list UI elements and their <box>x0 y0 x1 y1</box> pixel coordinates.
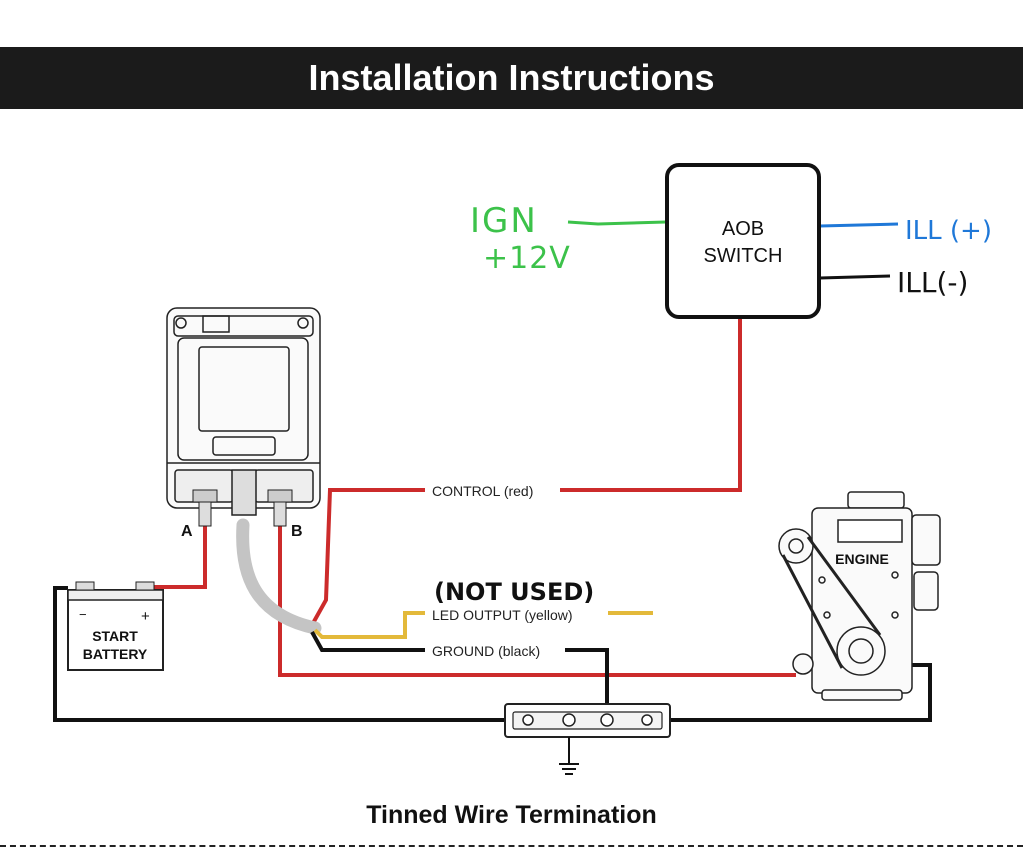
ill-neg-note: ILL(-) <box>897 266 968 299</box>
aob-switch-label-2: SWITCH <box>704 245 783 267</box>
relay-device <box>166 307 321 516</box>
battery-negative-wire <box>53 586 932 722</box>
page-title: Installation Instructions <box>308 57 715 98</box>
ign-note: IGN <box>470 201 538 241</box>
battery-minus-sign: − <box>79 607 87 622</box>
aob-switch-box <box>665 163 821 319</box>
harness-cable <box>236 518 322 635</box>
battery-label-2: BATTERY <box>83 646 148 662</box>
ground-wire-label: GROUND (black) <box>432 643 540 659</box>
bus-bar <box>504 703 671 738</box>
engine-label: ENGINE <box>835 551 889 567</box>
a-to-battery-wire <box>148 522 207 592</box>
dashed-divider <box>0 845 1023 847</box>
battery-plus-sign: + <box>141 608 150 625</box>
led-output-wire-label: LED OUTPUT (yellow) <box>432 607 573 623</box>
ground-symbol-icon <box>559 737 579 775</box>
ign-wire <box>567 220 667 226</box>
terminal-b-post <box>267 489 293 527</box>
terminal-b-label: B <box>291 523 303 540</box>
ill-pos-note: ILL (+) <box>905 216 992 246</box>
battery-label-1: START <box>92 628 138 644</box>
start-battery <box>67 581 164 671</box>
ign-voltage-note: +12V <box>483 241 571 276</box>
terminal-a-post <box>192 489 218 527</box>
control-wire-label: CONTROL (red) <box>432 483 533 499</box>
aob-switch-label-1: AOB <box>722 218 764 240</box>
led-output-wire <box>313 611 653 639</box>
b-to-engine-wire <box>278 522 796 677</box>
ill-pos-wire <box>819 222 899 228</box>
header-bar <box>0 47 1023 109</box>
terminal-a-label: A <box>181 523 193 540</box>
control-wire <box>310 318 742 626</box>
ill-neg-wire <box>819 274 891 280</box>
ground-wire <box>310 631 609 716</box>
footer-title: Tinned Wire Termination <box>366 801 657 829</box>
not-used-note: (NOT USED) <box>434 578 594 606</box>
engine-illustration <box>778 491 941 701</box>
